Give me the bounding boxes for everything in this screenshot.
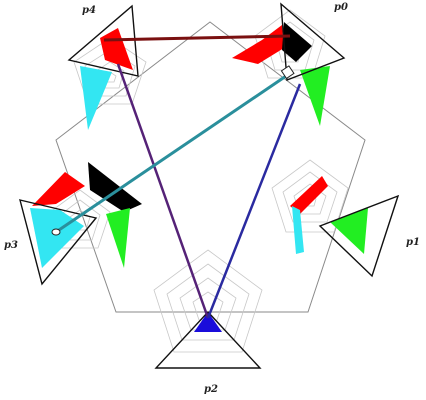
- edge-p0-p2: [206, 83, 302, 319]
- node-p1-rings: [271, 159, 349, 233]
- node-p4-cyan-wedge: [80, 66, 112, 130]
- node-p0-label: p0: [334, 2, 348, 13]
- node-p4-red-wedge: [100, 28, 133, 70]
- node-p0: p0: [232, 2, 348, 126]
- node-p1-cyan-wedge: [292, 206, 304, 254]
- node-p2: p2: [153, 249, 263, 395]
- node-p1-label: p1: [406, 237, 420, 248]
- node-p1-red-wedge: [290, 176, 328, 214]
- outer-pentagon: [55, 21, 366, 313]
- node-p0-triangle: [280, 2, 346, 81]
- node-p2-triangle: [154, 310, 262, 369]
- node-p2-rings: [153, 249, 263, 353]
- edge-p0-p3: [55, 70, 293, 234]
- node-p3: p3: [4, 162, 142, 286]
- node-p4-triangle: [67, 4, 139, 77]
- node-p1-green-wedge: [330, 208, 368, 254]
- node-p2-blue-wedge: [194, 312, 222, 332]
- node-p0-black-wedge: [282, 22, 312, 62]
- edge-p4-p0: [103, 34, 291, 42]
- node-p0-green-wedge: [300, 66, 330, 126]
- node-p1-triangle: [318, 194, 400, 278]
- node-p4-label: p4: [82, 5, 96, 16]
- node-p3-triangle: [19, 199, 98, 286]
- node-p3-red-wedge: [32, 172, 85, 206]
- node-p1: p1: [271, 159, 420, 278]
- node-p0-red-wedge: [232, 25, 284, 64]
- edge-p0-p3-end-marker: [280, 65, 295, 80]
- edge-p3-end-marker: [51, 228, 61, 236]
- node-p3-black-wedge: [88, 162, 142, 212]
- node-p3-label: p3: [4, 240, 18, 251]
- edge-p4-p2: [116, 63, 210, 319]
- node-p3-green-wedge: [106, 208, 130, 268]
- node-p2-label: p2: [204, 384, 218, 395]
